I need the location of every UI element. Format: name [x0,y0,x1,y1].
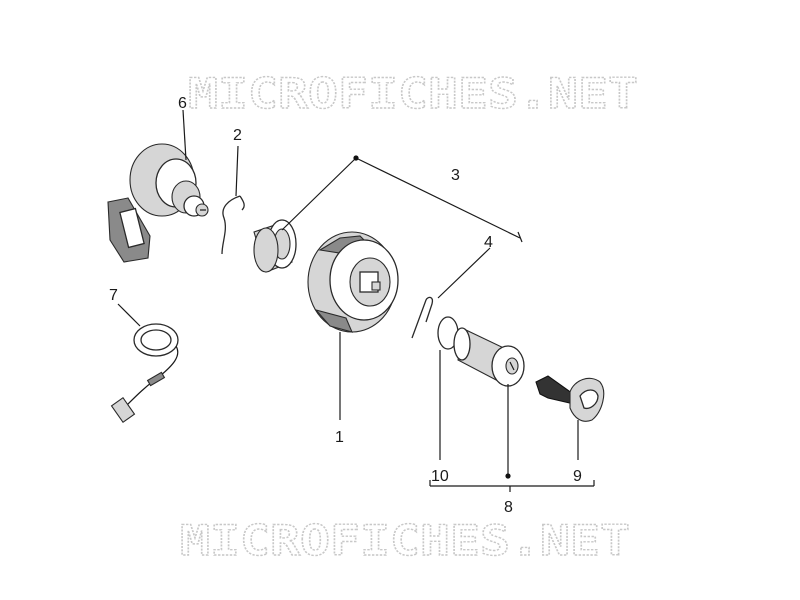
part-7-sensor-ring[interactable] [110,323,179,423]
part-1-lock-body[interactable] [307,231,399,333]
watermark-bottom: MICROFICHES.NET [180,516,630,565]
callout-3: 3 [451,167,460,184]
part-2-clip[interactable] [221,195,245,255]
callout-7: 7 [109,287,118,304]
part-3-bush[interactable] [253,219,297,273]
part-4-spring-clip[interactable] [411,296,434,339]
leader-lines [117,109,595,492]
callout-2: 2 [233,127,242,144]
part-9-key[interactable] [535,375,605,422]
callout-1: 1 [335,429,344,446]
callout-8: 8 [504,499,513,516]
callout-10: 10 [431,468,449,485]
part-8-lock-cylinder[interactable] [453,327,525,387]
callout-6: 6 [178,95,187,112]
callout-9: 9 [573,468,582,485]
watermark-top: MICROFICHES.NET [188,69,638,118]
part-6-ignition-switch[interactable] [107,143,209,263]
callout-4: 4 [484,234,493,251]
